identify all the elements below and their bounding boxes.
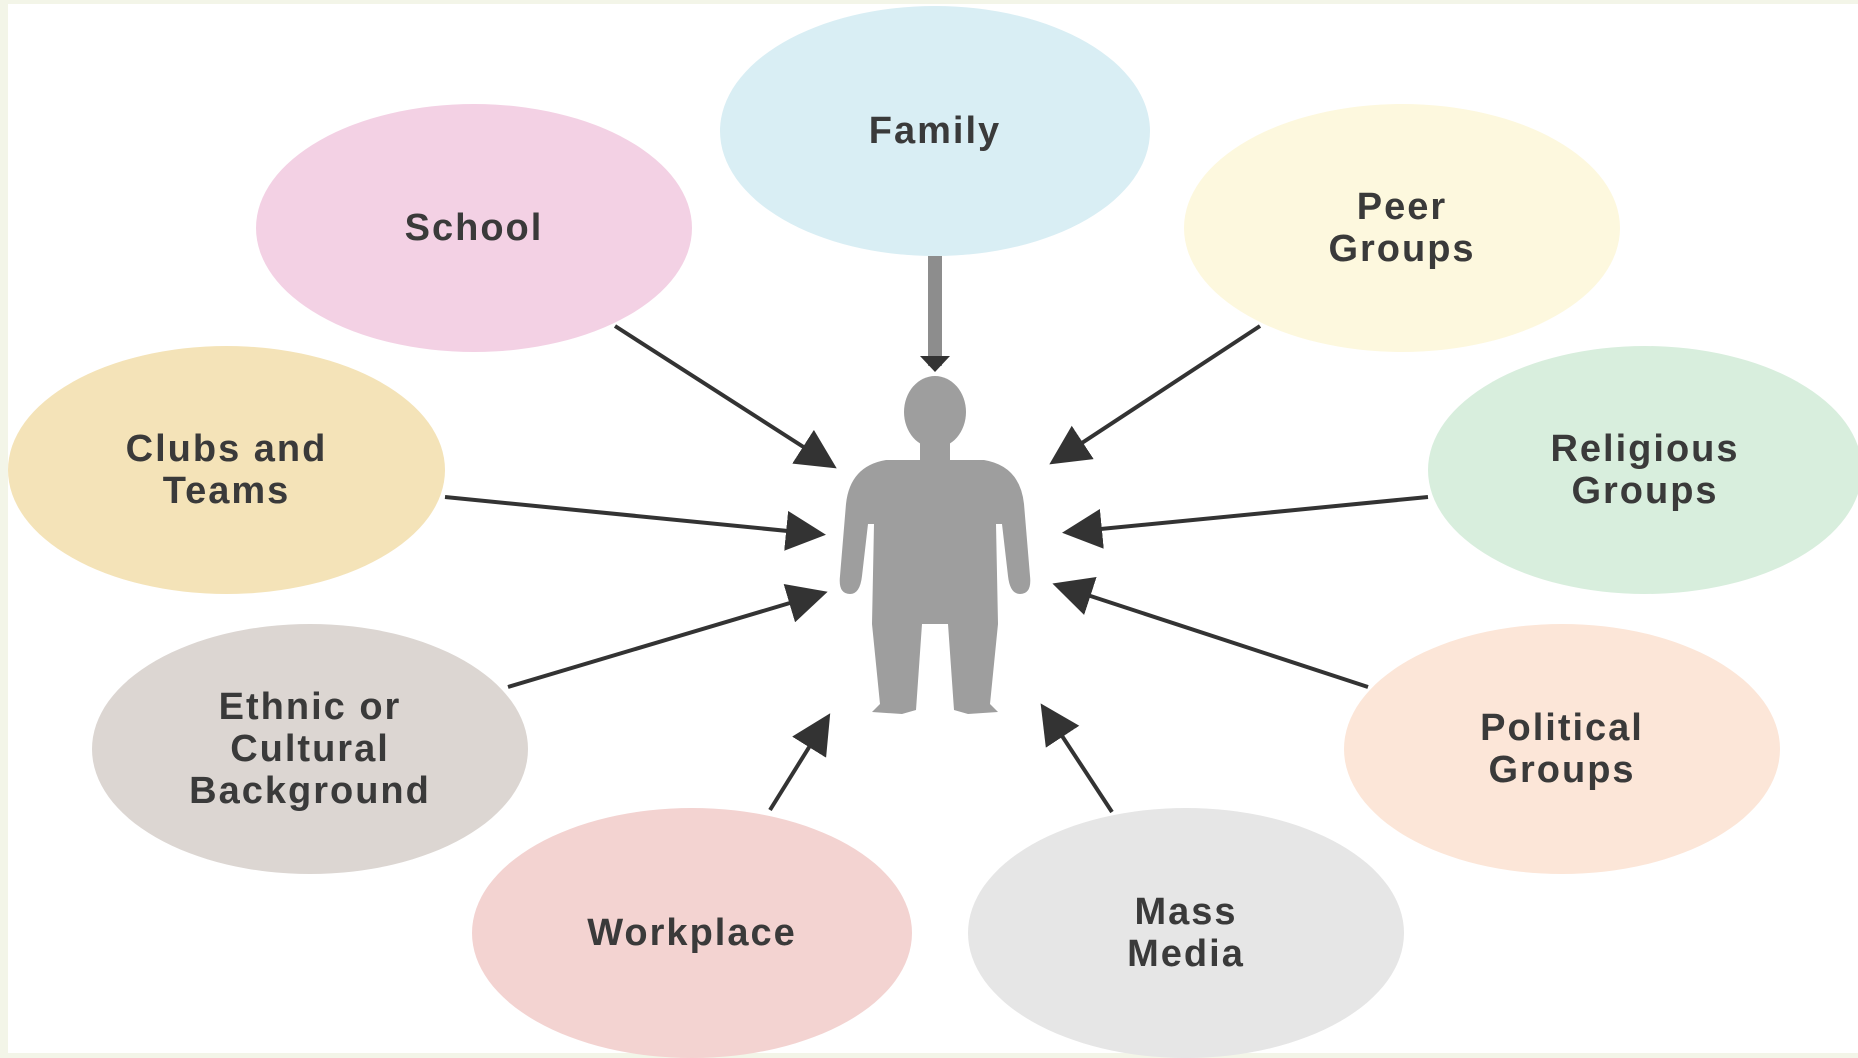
bubble-religious-groups-label: Religious Groups [1550,428,1740,512]
bubble-political-groups-label: Political Groups [1480,707,1644,791]
arrow-ethnic-or-cultural-background [507,583,828,689]
arrow-religious-groups [1062,495,1429,549]
bubble-ethnic-or-cultural-background: Ethnic or Cultural Background [92,624,528,874]
bubble-clubs-and-teams: Clubs and Teams [8,346,445,594]
bubble-religious-groups: Religious Groups [1428,346,1858,594]
bubble-family: Family [720,6,1150,256]
bubble-workplace-label: Workplace [587,912,797,954]
arrow-political-groups [1052,576,1369,689]
bubble-mass-media: Mass Media [968,808,1404,1058]
bubble-peer-groups-label: Peer Groups [1328,186,1476,270]
arrows-layer [444,256,1429,814]
bubble-peer-groups: Peer Groups [1184,104,1620,352]
bubble-family-label: Family [868,110,1002,152]
arrow-school [613,324,837,469]
diagram-canvas: Family School Peer Groups Clubs and Team… [8,4,1858,1058]
person-icon [839,376,1031,714]
arrow-workplace [768,713,831,812]
arrow-peer-groups [1049,324,1262,465]
arrowhead-family [920,356,950,372]
bubble-mass-media-label: Mass Media [1127,891,1245,975]
bubble-workplace: Workplace [472,808,912,1058]
bubble-school-label: School [404,207,544,249]
bubble-school: School [256,104,692,352]
bubble-political-groups: Political Groups [1344,624,1780,874]
arrow-mass-media [1040,703,1114,814]
arrow-clubs-and-teams [444,495,826,551]
bubble-ethnic-or-cultural-background-label: Ethnic or Cultural Background [189,686,431,812]
bubble-clubs-and-teams-label: Clubs and Teams [125,428,328,512]
